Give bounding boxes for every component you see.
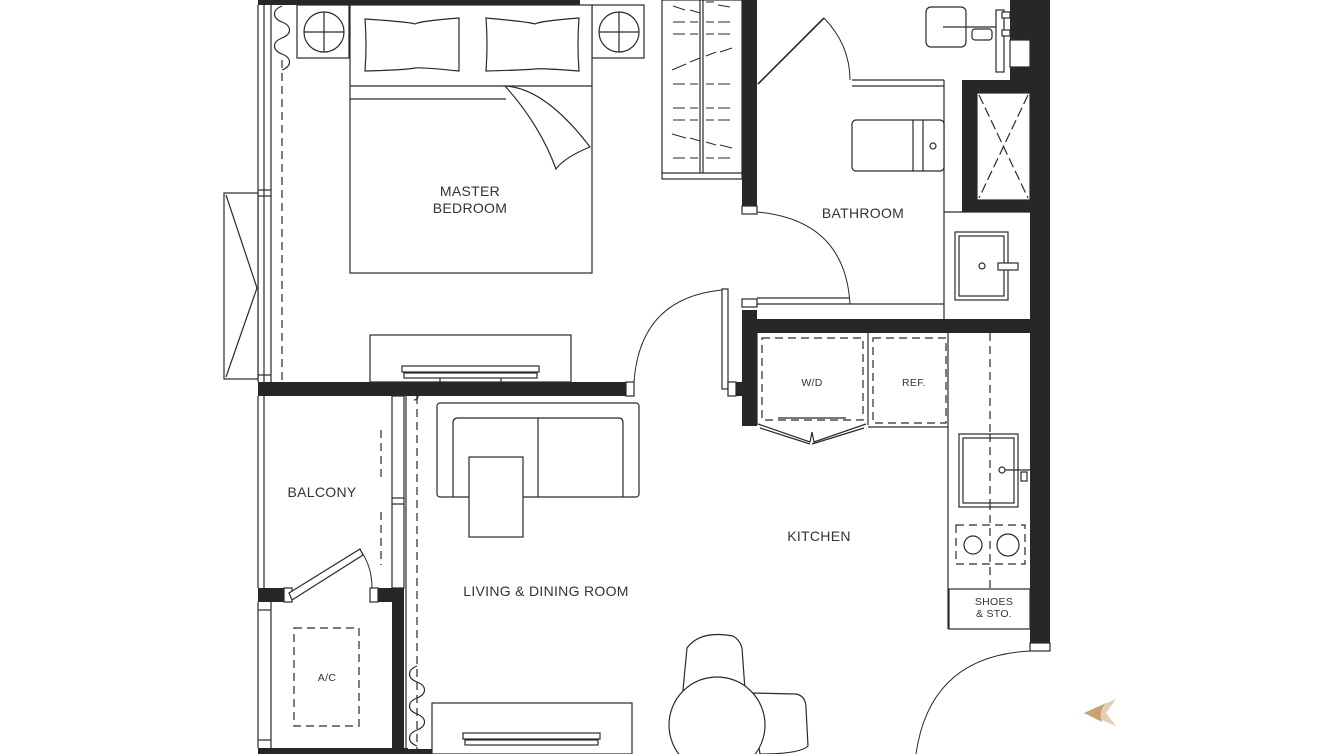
dining-chair <box>682 633 746 691</box>
planter-box <box>223 192 259 380</box>
balcony: BALCONY <box>257 395 405 603</box>
ac-unit <box>293 627 360 727</box>
kitchen-sink <box>958 433 1019 508</box>
cooktop <box>955 524 1026 565</box>
room-label-master-bedroom: MASTER <box>440 183 500 199</box>
bedroom-door[interactable] <box>625 288 737 397</box>
sliding-door[interactable] <box>391 395 405 589</box>
pillow <box>485 17 580 72</box>
shower-tap-icon <box>995 9 1005 73</box>
coffee-table <box>468 456 524 538</box>
room-label-balcony: BALCONY <box>287 484 356 500</box>
entrance-door[interactable] <box>915 642 1051 754</box>
hanger-icons <box>671 1 733 159</box>
wardrobe <box>661 0 743 180</box>
ac-ledge: A/C <box>257 602 360 748</box>
room-label-bathroom: BATHROOM <box>822 205 904 221</box>
master-bedroom: MASTER BEDROOM <box>223 4 645 383</box>
door-swing <box>823 17 851 81</box>
door-swing <box>756 211 851 305</box>
curtain-icon <box>273 5 291 71</box>
refrigerator <box>872 337 947 424</box>
shoe-storage <box>948 588 1031 630</box>
kitchen: W/D REF. SHOES & STO. KITCHEN <box>756 333 1031 630</box>
tv-console <box>431 702 633 754</box>
room-label-living-dining: LIVING & DINING ROOM <box>463 583 628 599</box>
shoe-storage-label-2: & STO. <box>976 608 1012 620</box>
shoe-storage-label: SHOES <box>975 596 1013 608</box>
dining-table <box>668 676 766 754</box>
washer-dryer <box>761 337 864 421</box>
ac-unit-label: A/C <box>318 672 337 684</box>
north-arrow-icon <box>1084 699 1116 726</box>
room-label-kitchen: KITCHEN <box>787 528 851 544</box>
living-dining-room: LIVING & DINING ROOM <box>405 395 809 754</box>
room-label-master-bedroom-2: BEDROOM <box>433 200 507 216</box>
toilet <box>851 119 945 172</box>
washer-dryer-label: W/D <box>801 377 822 389</box>
curtain-icon <box>408 665 426 747</box>
faucet-icon <box>998 466 1006 474</box>
refrigerator-label: REF. <box>902 377 926 389</box>
pillow <box>364 17 460 72</box>
bathroom: BATHROOM <box>741 6 1031 319</box>
